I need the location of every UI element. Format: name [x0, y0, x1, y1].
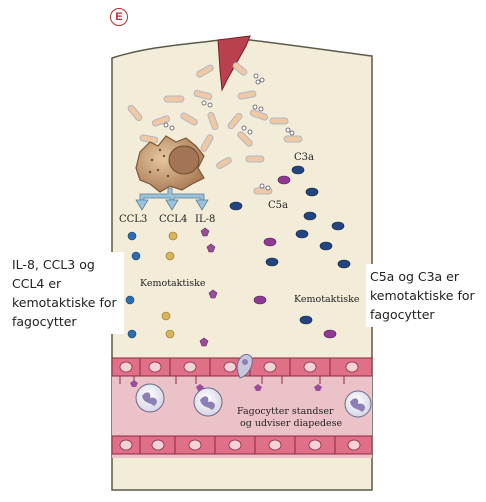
ccl4-molecules — [161, 231, 178, 339]
chemokine-arrows — [135, 187, 209, 211]
note-left-chemokines: IL-8, CCL3 og CCL4 er kemotaktiske for f… — [8, 252, 124, 334]
bacteria-cluster — [127, 62, 303, 195]
phagocyte-caption-line2: og udviser diapedese — [240, 418, 343, 429]
endothelium-bottom — [111, 435, 373, 455]
ccl3-molecules — [125, 231, 141, 339]
panel-letter: E — [110, 8, 128, 26]
c5a-label: C5a — [268, 200, 288, 211]
macrophage — [135, 135, 205, 193]
bacteria-spores — [163, 73, 295, 191]
il8-molecules — [199, 227, 218, 347]
ccl3-label: CCL3 — [119, 214, 147, 225]
note-right-complement: C5a og C3a er kemotaktiske for fagocytte… — [366, 264, 486, 327]
neutrophils — [135, 383, 372, 418]
c5a-molecules — [253, 175, 337, 339]
c3a-molecules — [229, 165, 351, 325]
il8-label: IL-8 — [195, 214, 215, 225]
chemotactic-right-label: Kemotaktiske — [294, 294, 360, 305]
chemotactic-left-label: Kemotaktiske — [140, 278, 206, 289]
c3a-label: C3a — [294, 152, 314, 163]
phagocyte-diapedesis — [236, 353, 253, 379]
ccl4-label: CCL4 — [159, 214, 187, 225]
phagocyte-caption-line1: Fagocytter standser — [237, 406, 334, 417]
